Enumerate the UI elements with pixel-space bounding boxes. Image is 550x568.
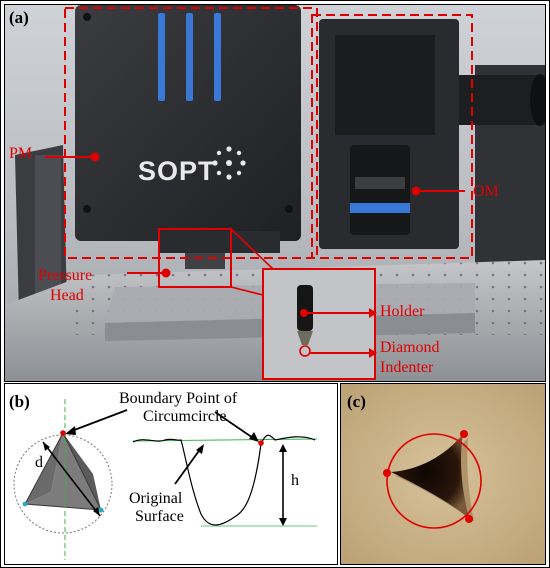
d-dimension-line: [42, 441, 101, 517]
pressure-head-tip: [185, 253, 225, 269]
om-lens-label-band: [355, 177, 405, 189]
holder-label: Holder: [380, 303, 425, 320]
original-label-line1: Original: [129, 490, 183, 507]
pm-arrow: [45, 152, 100, 162]
diamond-indenter-arrow: [310, 348, 377, 358]
indent-impression: [391, 434, 469, 518]
circumcircle-fit: [386, 433, 482, 529]
d-arrowhead-bottom: [93, 507, 100, 516]
pm-brand-logo: SOPT: [138, 156, 216, 186]
circumcircle: [13, 434, 113, 534]
pm-screw-bottom-right: [285, 205, 293, 213]
holder-arrow: [300, 308, 377, 318]
om-label: OM: [473, 183, 499, 200]
panel-b-schematic: (b) Boundary Point of Circumcircle d h O…: [4, 383, 338, 565]
indenter-outline: [24, 431, 102, 511]
boundary-point-top: [460, 430, 468, 438]
om-camera-block: [335, 35, 435, 135]
original-surface-arrow: [174, 447, 202, 485]
boundary-arrow-left: [68, 409, 128, 433]
inset-holder-body: [297, 285, 313, 331]
vertex-point-left: [22, 501, 28, 507]
pm-machine-box: [75, 5, 301, 241]
original-surface-arrow-head: [196, 444, 204, 454]
original-label-line2: Surface: [135, 508, 184, 525]
left-support-face: [35, 155, 61, 305]
pressure-head-mount: [160, 231, 280, 253]
d-arrowhead-top: [43, 442, 50, 451]
pressure-label: Pressure: [38, 267, 93, 284]
boundary-arrow-left-head: [65, 426, 76, 435]
zoom-line-left: [230, 228, 274, 270]
boundary-point-top: [60, 430, 66, 436]
pm-screw-bottom-left: [83, 205, 91, 213]
pressure-head-box: [158, 228, 232, 288]
pm-label: PM: [9, 145, 33, 162]
brand-logo-icon: [212, 146, 246, 180]
panel-b-illustration: [13, 399, 318, 560]
boundary-point-profile: [258, 440, 264, 446]
pm-blue-stripe-1: [158, 13, 165, 101]
indenter-label: Indenter: [380, 359, 434, 376]
pm-blue-stripe-2: [186, 13, 193, 101]
zoom-line-right: [230, 286, 264, 296]
panel-a-photo: SOPT: [4, 4, 546, 382]
boundary-label-line2: Circumcircle: [143, 408, 227, 425]
h-label: h: [291, 472, 299, 489]
panel-a-illustration: SOPT: [5, 5, 545, 381]
diamond-indenter-marker: [299, 345, 311, 357]
boundary-point-bottom: [465, 515, 473, 523]
diamond-label: Diamond: [380, 339, 440, 356]
h-arrowhead-bottom: [279, 518, 287, 526]
boundary-label-line1: Boundary Point of: [119, 390, 238, 407]
right-lens-barrel: [435, 75, 545, 125]
indenter-face-main: [25, 433, 101, 510]
pressure-head-arrow: [127, 268, 171, 278]
panel-c-label: (c): [347, 392, 366, 411]
d-label: d: [35, 454, 43, 471]
panel-c-illustration: [341, 384, 545, 564]
inset-holder-tip: [297, 331, 313, 345]
om-arrow: [411, 186, 465, 196]
right-lens-front: [530, 74, 545, 126]
panel-b-label: (b): [9, 392, 30, 411]
boundary-point-left: [383, 469, 391, 477]
inset-photo: [262, 268, 376, 380]
om-lens-blue-ring: [350, 203, 410, 213]
om-objective-lens: [350, 145, 410, 235]
panel-a-label: (a): [9, 8, 29, 27]
pm-screw-top-left: [83, 13, 91, 21]
head-label: Head: [50, 287, 84, 304]
om-dashed-box: [311, 14, 473, 259]
indentation-profile: [132, 434, 316, 526]
panel-c-micrograph: (c): [340, 383, 546, 565]
boundary-arrow-right: [214, 411, 257, 441]
pm-blue-stripe-3: [214, 13, 221, 101]
vertex-point-right: [98, 507, 104, 513]
boundary-arrow-right-head: [249, 432, 259, 442]
h-arrowhead-top: [279, 444, 287, 452]
pm-dashed-box: [64, 7, 318, 259]
